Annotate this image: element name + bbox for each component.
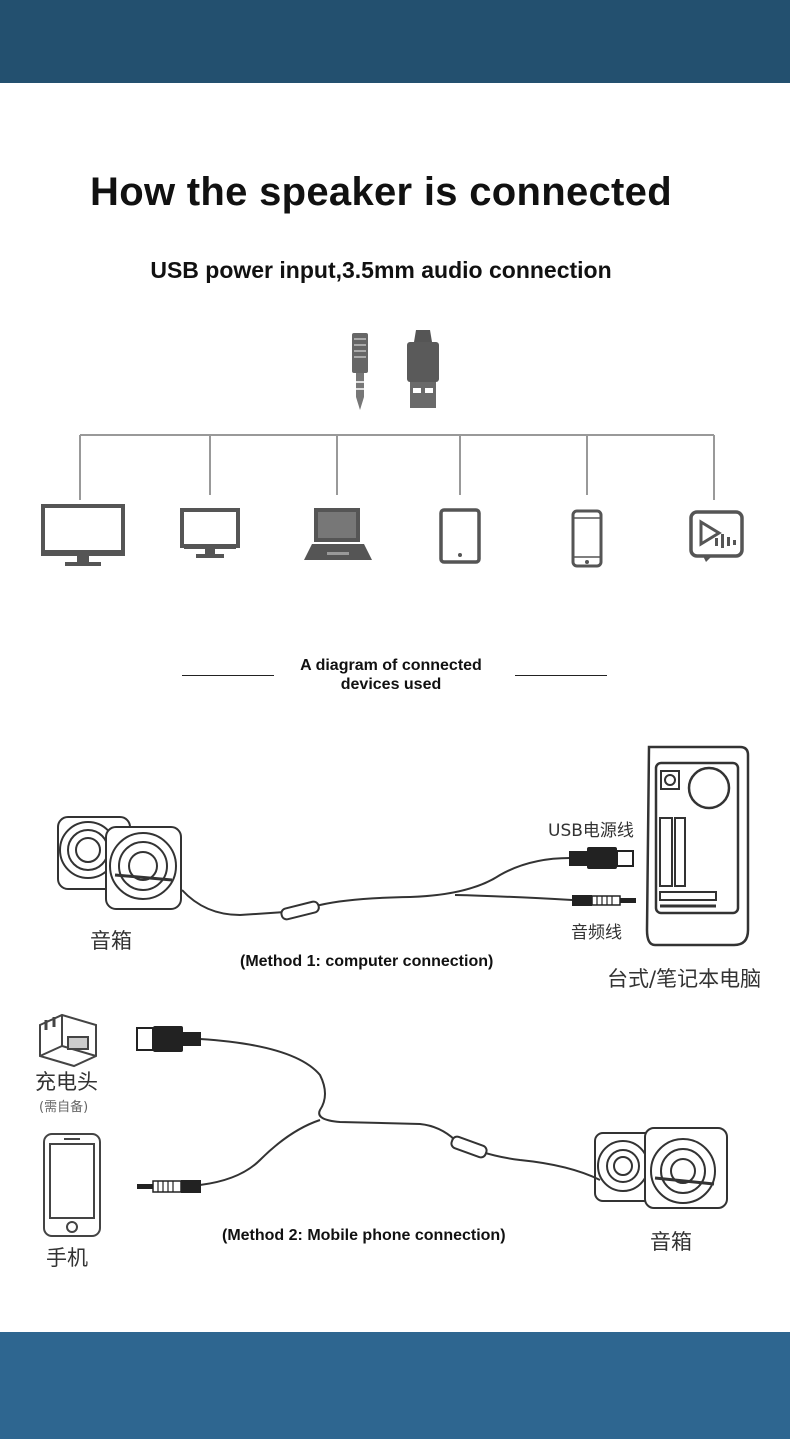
method1-speaker [57,816,182,910]
tablet-icon [439,508,481,564]
inline-volume-control [280,900,320,921]
laptop-icon [304,508,372,560]
method2-usb-plug [136,1026,201,1052]
method2-audio-cable [199,1119,321,1186]
audio-jack-plug-icon [352,333,368,410]
phone-label: 手机 [46,1246,88,1270]
computer-label: 台式/笔记本电脑 [607,967,762,991]
method1-cable [181,857,571,917]
inline-volume-control-2 [450,1135,488,1159]
usb-plug-icon [407,330,439,408]
desktop-computer-tower [645,745,750,947]
caption-line-2: devices used [340,676,442,693]
smartphone-icon [571,509,603,568]
method2-cable [199,1038,601,1181]
desktop-monitor-icon [180,508,240,558]
audio-cable-label: 音频线 [571,923,622,943]
method2-caption: (Method 2: Mobile phone connection) [222,1227,506,1244]
page-subtitle: USB power input,3.5mm audio connection [150,257,612,283]
page-title: How the speaker is connected [90,170,672,214]
method1-usb-plug [569,847,634,869]
charger-label: 充电头 [35,1070,98,1094]
smartphone-device [43,1133,101,1237]
caption-line-1: A diagram of connected [300,657,482,674]
method2-speaker-label: 音箱 [650,1230,692,1254]
charger-note: (需自备) [39,1100,89,1115]
device-tree-lines [79,434,715,500]
wall-charger-icon [39,1013,97,1068]
method1-caption: (Method 1: computer connection) [240,953,494,970]
caption-rule-right [515,675,607,676]
diagram-caption: A diagram of connected devices used [275,656,507,694]
method1-speaker-label: 音箱 [90,929,132,953]
caption-rule-left [182,675,274,676]
tv-monitor-icon [41,504,125,566]
method2-audio-plug [137,1180,201,1193]
bottom-banner [0,1332,790,1439]
usb-cable-label: USB电源线 [548,821,634,841]
media-player-icon [689,510,744,562]
method2-speaker [594,1127,728,1209]
top-banner [0,0,790,83]
method1-audio-cable [454,894,573,901]
method1-audio-plug [572,895,636,906]
